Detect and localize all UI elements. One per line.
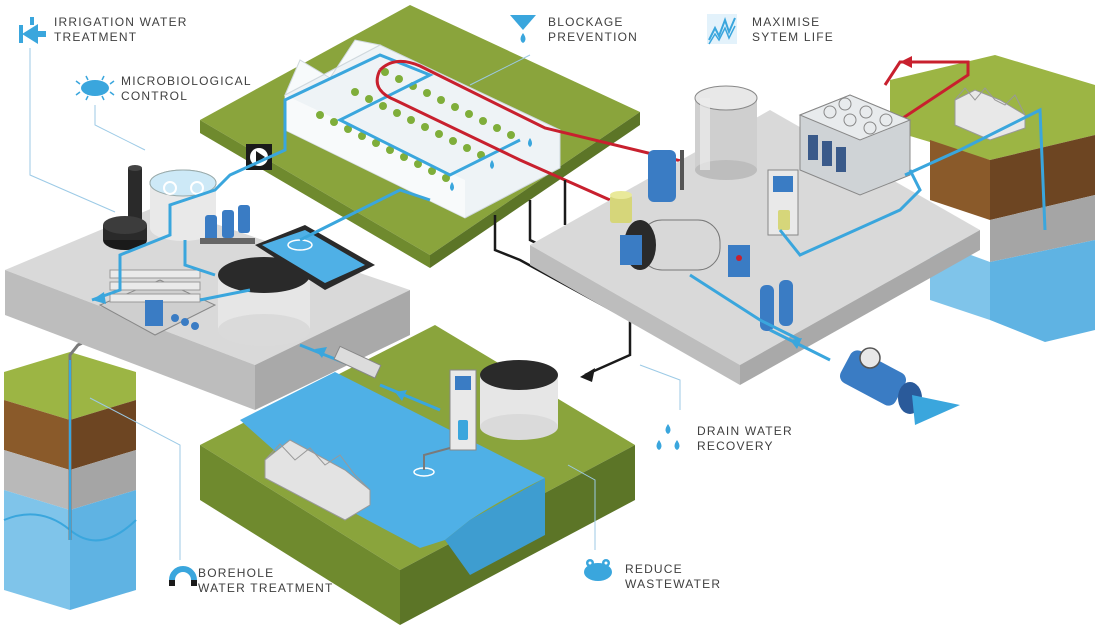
frog-icon — [584, 559, 612, 581]
label-blockage-prevention: BLOCKAGE PREVENTION — [548, 15, 638, 45]
label-line: TREATMENT — [54, 30, 138, 44]
red-arrow — [900, 56, 912, 68]
label-reduce-wastewater: REDUCE WASTEWATER — [625, 562, 721, 592]
valve-icon — [19, 17, 46, 44]
right-platform-blue-pipes — [689, 107, 1047, 342]
recycle-drops-icon — [656, 424, 680, 450]
borehole-ground-block — [3, 352, 137, 610]
chiller-units — [798, 94, 912, 196]
label-line: PREVENTION — [548, 30, 639, 44]
bacteria-icon — [75, 75, 115, 101]
drip-drops — [450, 138, 532, 191]
label-line: WATER TREATMENT — [198, 581, 334, 595]
label-line: IRRIGATION WATER — [54, 15, 188, 29]
label-line: CONTROL — [121, 89, 189, 103]
label-line: DRAIN WATER — [697, 424, 793, 438]
twin-filters — [760, 280, 793, 331]
heating-loop-red — [378, 59, 970, 187]
drain-arrow — [580, 368, 595, 382]
boiler — [620, 219, 721, 271]
drop-funnel-icon — [510, 15, 536, 43]
river-dosing-unit — [413, 369, 477, 477]
dosing-cabinet — [767, 169, 799, 236]
tall-storage-tank — [694, 85, 758, 180]
plant-rows — [316, 68, 515, 182]
graph-lines-icon — [707, 14, 737, 45]
water-meter — [839, 347, 960, 425]
label-line: MICROBIOLOGICAL — [121, 74, 252, 88]
control-box — [728, 245, 750, 277]
greenhouse-irrigation-line — [283, 53, 521, 177]
river-filter-pipe — [333, 345, 382, 379]
label-line: RECOVERY — [697, 439, 774, 453]
filter-vessel — [648, 150, 684, 202]
magnet-icon — [169, 566, 197, 586]
label-drain-water-recovery: DRAIN WATER RECOVERY — [697, 424, 793, 454]
label-borehole-water-treatment: BOREHOLE WATER TREATMENT — [198, 566, 334, 596]
river-tank — [480, 360, 558, 440]
ro-membrane-rack — [98, 269, 217, 336]
filter-pumps — [200, 205, 255, 244]
left-platform-blue-pipes — [91, 125, 431, 302]
label-line: REDUCE — [625, 562, 683, 576]
storage-tank-open — [149, 169, 217, 241]
label-maximise-system-life: MAXIMISE SYTEM LIFE — [752, 15, 834, 45]
label-line: BOREHOLE — [198, 566, 275, 580]
label-line: BLOCKAGE — [548, 15, 624, 29]
yellow-tank — [610, 191, 632, 223]
label-microbiological-control: MICROBIOLOGICAL CONTROL — [121, 74, 252, 104]
label-line: SYTEM LIFE — [752, 30, 835, 44]
label-line: MAXIMISE — [752, 15, 821, 29]
leader-lines — [29, 48, 681, 560]
river-greenhouses — [264, 439, 371, 521]
label-line: WASTEWATER — [625, 577, 722, 591]
label-irrigation-water-treatment: IRRIGATION WATER TREATMENT — [54, 15, 188, 45]
black-lid-tank — [218, 257, 310, 346]
chimney-unit — [103, 165, 147, 250]
